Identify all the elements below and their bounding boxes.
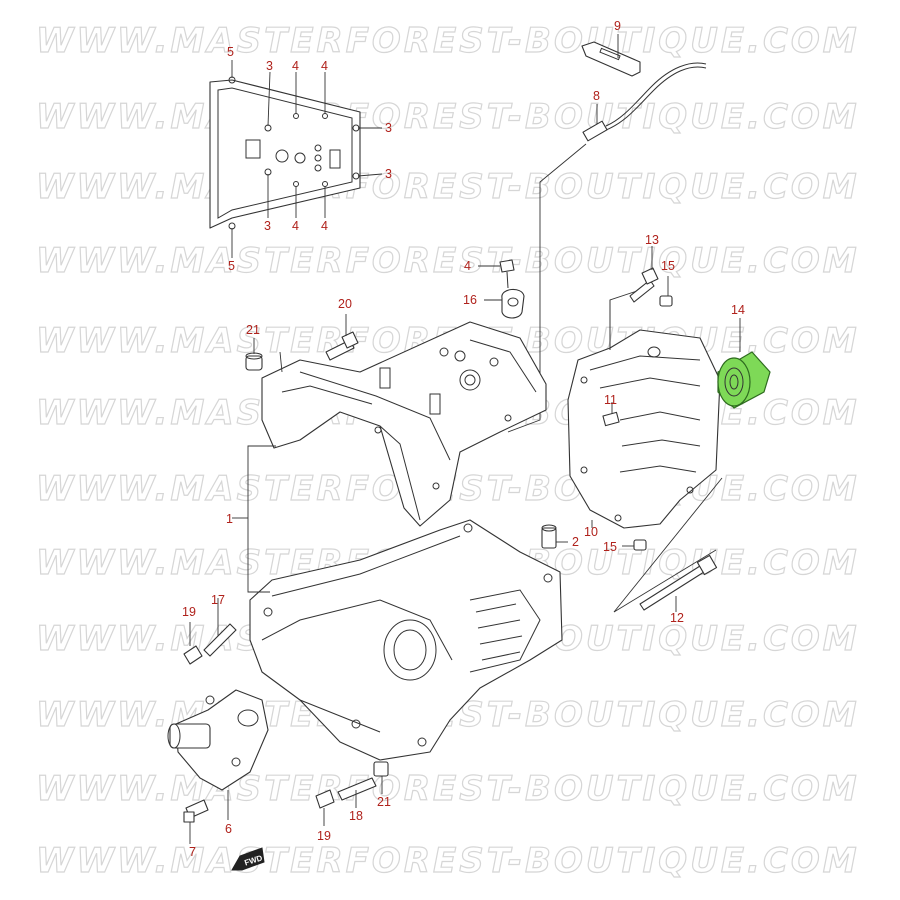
callout-1[interactable]: 1 bbox=[226, 512, 233, 526]
extension-bolts bbox=[622, 246, 718, 612]
watermark-line: WWW.MASTERFOREST-BOUTIQUE.COM bbox=[36, 769, 860, 809]
callout-labels: 9 8 5 3 4 4 3 3 3 4 4 5 13 4 15 16 20 14… bbox=[182, 19, 745, 859]
callout-11[interactable]: 11 bbox=[604, 393, 617, 407]
callout-20[interactable]: 20 bbox=[338, 297, 352, 311]
callout-9[interactable]: 9 bbox=[614, 19, 621, 33]
callout-15[interactable]: 15 bbox=[661, 259, 675, 273]
case-plate-assembly bbox=[209, 60, 383, 258]
callout-6[interactable]: 6 bbox=[225, 822, 232, 836]
callout-19[interactable]: 19 bbox=[317, 829, 331, 843]
callout-14[interactable]: 14 bbox=[731, 303, 745, 317]
callout-13[interactable]: 13 bbox=[645, 233, 659, 247]
highlighted-part-14[interactable] bbox=[717, 318, 771, 409]
callout-3[interactable]: 3 bbox=[264, 219, 271, 233]
callout-2[interactable]: 2 bbox=[572, 535, 579, 549]
watermark-line: WWW.MASTERFOREST-BOUTIQUE.COM bbox=[36, 841, 860, 881]
callout-21[interactable]: 21 bbox=[246, 323, 260, 337]
callout-12[interactable]: 12 bbox=[670, 611, 684, 625]
callout-4[interactable]: 4 bbox=[464, 259, 471, 273]
callout-8[interactable]: 8 bbox=[593, 89, 600, 103]
callout-7[interactable]: 7 bbox=[189, 845, 196, 859]
watermark-line: WWW.MASTERFOREST-BOUTIQUE.COM bbox=[36, 167, 860, 207]
callout-5[interactable]: 5 bbox=[228, 259, 235, 273]
watermark-line: WWW.MASTERFOREST-BOUTIQUE.COM bbox=[36, 21, 860, 61]
callout-17[interactable]: 17 bbox=[211, 593, 225, 607]
upper-case bbox=[261, 321, 547, 527]
callout-18[interactable]: 18 bbox=[349, 809, 363, 823]
fwd-direction-badge: FWD bbox=[231, 847, 265, 871]
callout-4[interactable]: 4 bbox=[321, 219, 328, 233]
lower-case bbox=[249, 519, 563, 761]
callout-19[interactable]: 19 bbox=[182, 605, 196, 619]
extension-case bbox=[567, 289, 723, 613]
callout-21[interactable]: 21 bbox=[377, 795, 391, 809]
lower-left-parts bbox=[167, 598, 269, 844]
callout-4[interactable]: 4 bbox=[321, 59, 328, 73]
callout-16[interactable]: 16 bbox=[463, 293, 477, 307]
callout-10[interactable]: 10 bbox=[584, 525, 598, 539]
callout-4[interactable]: 4 bbox=[292, 59, 299, 73]
bolts-pins-upper bbox=[245, 314, 359, 371]
watermark-line: WWW.MASTERFOREST-BOUTIQUE.COM bbox=[36, 241, 860, 281]
dowel-pin bbox=[541, 524, 568, 549]
small-bolt-and-gasket bbox=[478, 259, 525, 319]
callout-3[interactable]: 3 bbox=[385, 121, 392, 135]
part-1-bracket bbox=[232, 351, 283, 593]
watermark-line: WWW.MASTERFOREST-BOUTIQUE.COM bbox=[36, 97, 860, 137]
lower-middle-parts bbox=[315, 761, 389, 826]
callout-3[interactable]: 3 bbox=[266, 59, 273, 73]
callout-4[interactable]: 4 bbox=[292, 219, 299, 233]
bracket-and-cable bbox=[507, 34, 707, 433]
callout-3[interactable]: 3 bbox=[385, 167, 392, 181]
callout-5[interactable]: 5 bbox=[227, 45, 234, 59]
callout-15[interactable]: 15 bbox=[603, 540, 617, 554]
